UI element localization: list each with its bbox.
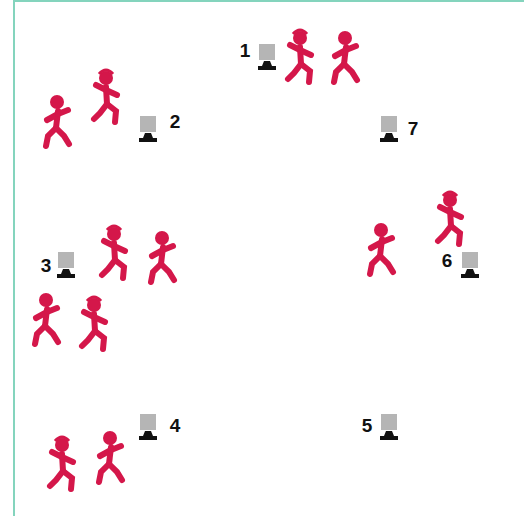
cone-number: 7 xyxy=(408,119,419,138)
cone-number: 4 xyxy=(170,416,181,435)
children xyxy=(35,30,461,489)
cone-number: 3 xyxy=(41,256,52,275)
field-border xyxy=(14,1,524,516)
cone-number: 6 xyxy=(442,251,453,270)
cones xyxy=(57,44,479,440)
cone-number: 1 xyxy=(240,41,251,60)
cone-number: 2 xyxy=(170,112,181,131)
cone-number: 5 xyxy=(362,416,373,435)
